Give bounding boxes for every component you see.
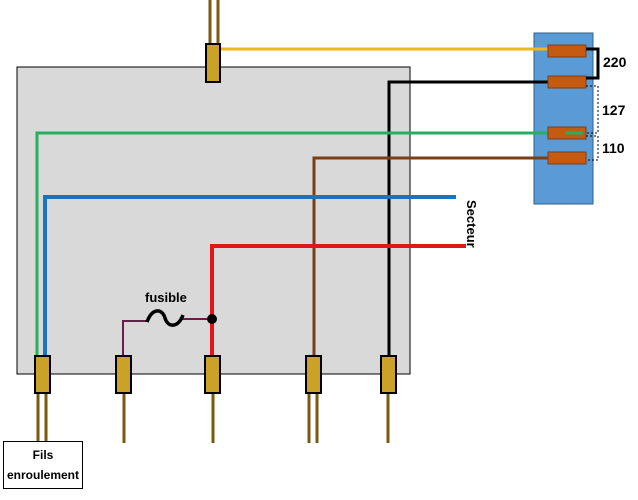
selector-tab-127	[547, 75, 587, 89]
connector-bottom-3	[204, 355, 221, 394]
bottom-leads	[36, 393, 390, 443]
selector-tab-220	[547, 44, 587, 58]
connector-bottom-4	[305, 355, 322, 394]
voltage-220-label: 220	[603, 54, 627, 70]
voltage-127-label: 127	[602, 102, 626, 118]
wire-brown	[312, 156, 565, 358]
bracket-110	[586, 135, 599, 161]
secteur-label: Secteur	[464, 200, 479, 248]
selector-bridge	[586, 47, 600, 80]
fils-label-line1: Fils	[32, 448, 54, 462]
wire-blue	[43, 195, 456, 358]
fuse-symbol	[145, 309, 185, 327]
voltage-selector-box	[533, 32, 594, 205]
bracket-127	[586, 85, 599, 134]
fils-enroulement-box: Fils enroulement	[3, 441, 83, 489]
selector-tab-110b	[547, 151, 587, 165]
wire-black	[387, 80, 565, 358]
connector-bottom-1	[34, 355, 51, 394]
junction-dot	[207, 314, 217, 324]
fils-label-line2: enroulement	[6, 468, 79, 482]
connector-top	[205, 43, 221, 83]
wire-purple	[122, 320, 148, 358]
connector-bottom-5	[380, 355, 397, 394]
fusible-label: fusible	[145, 290, 187, 305]
connector-bottom-2	[115, 355, 132, 394]
voltage-110-label: 110	[602, 140, 625, 156]
